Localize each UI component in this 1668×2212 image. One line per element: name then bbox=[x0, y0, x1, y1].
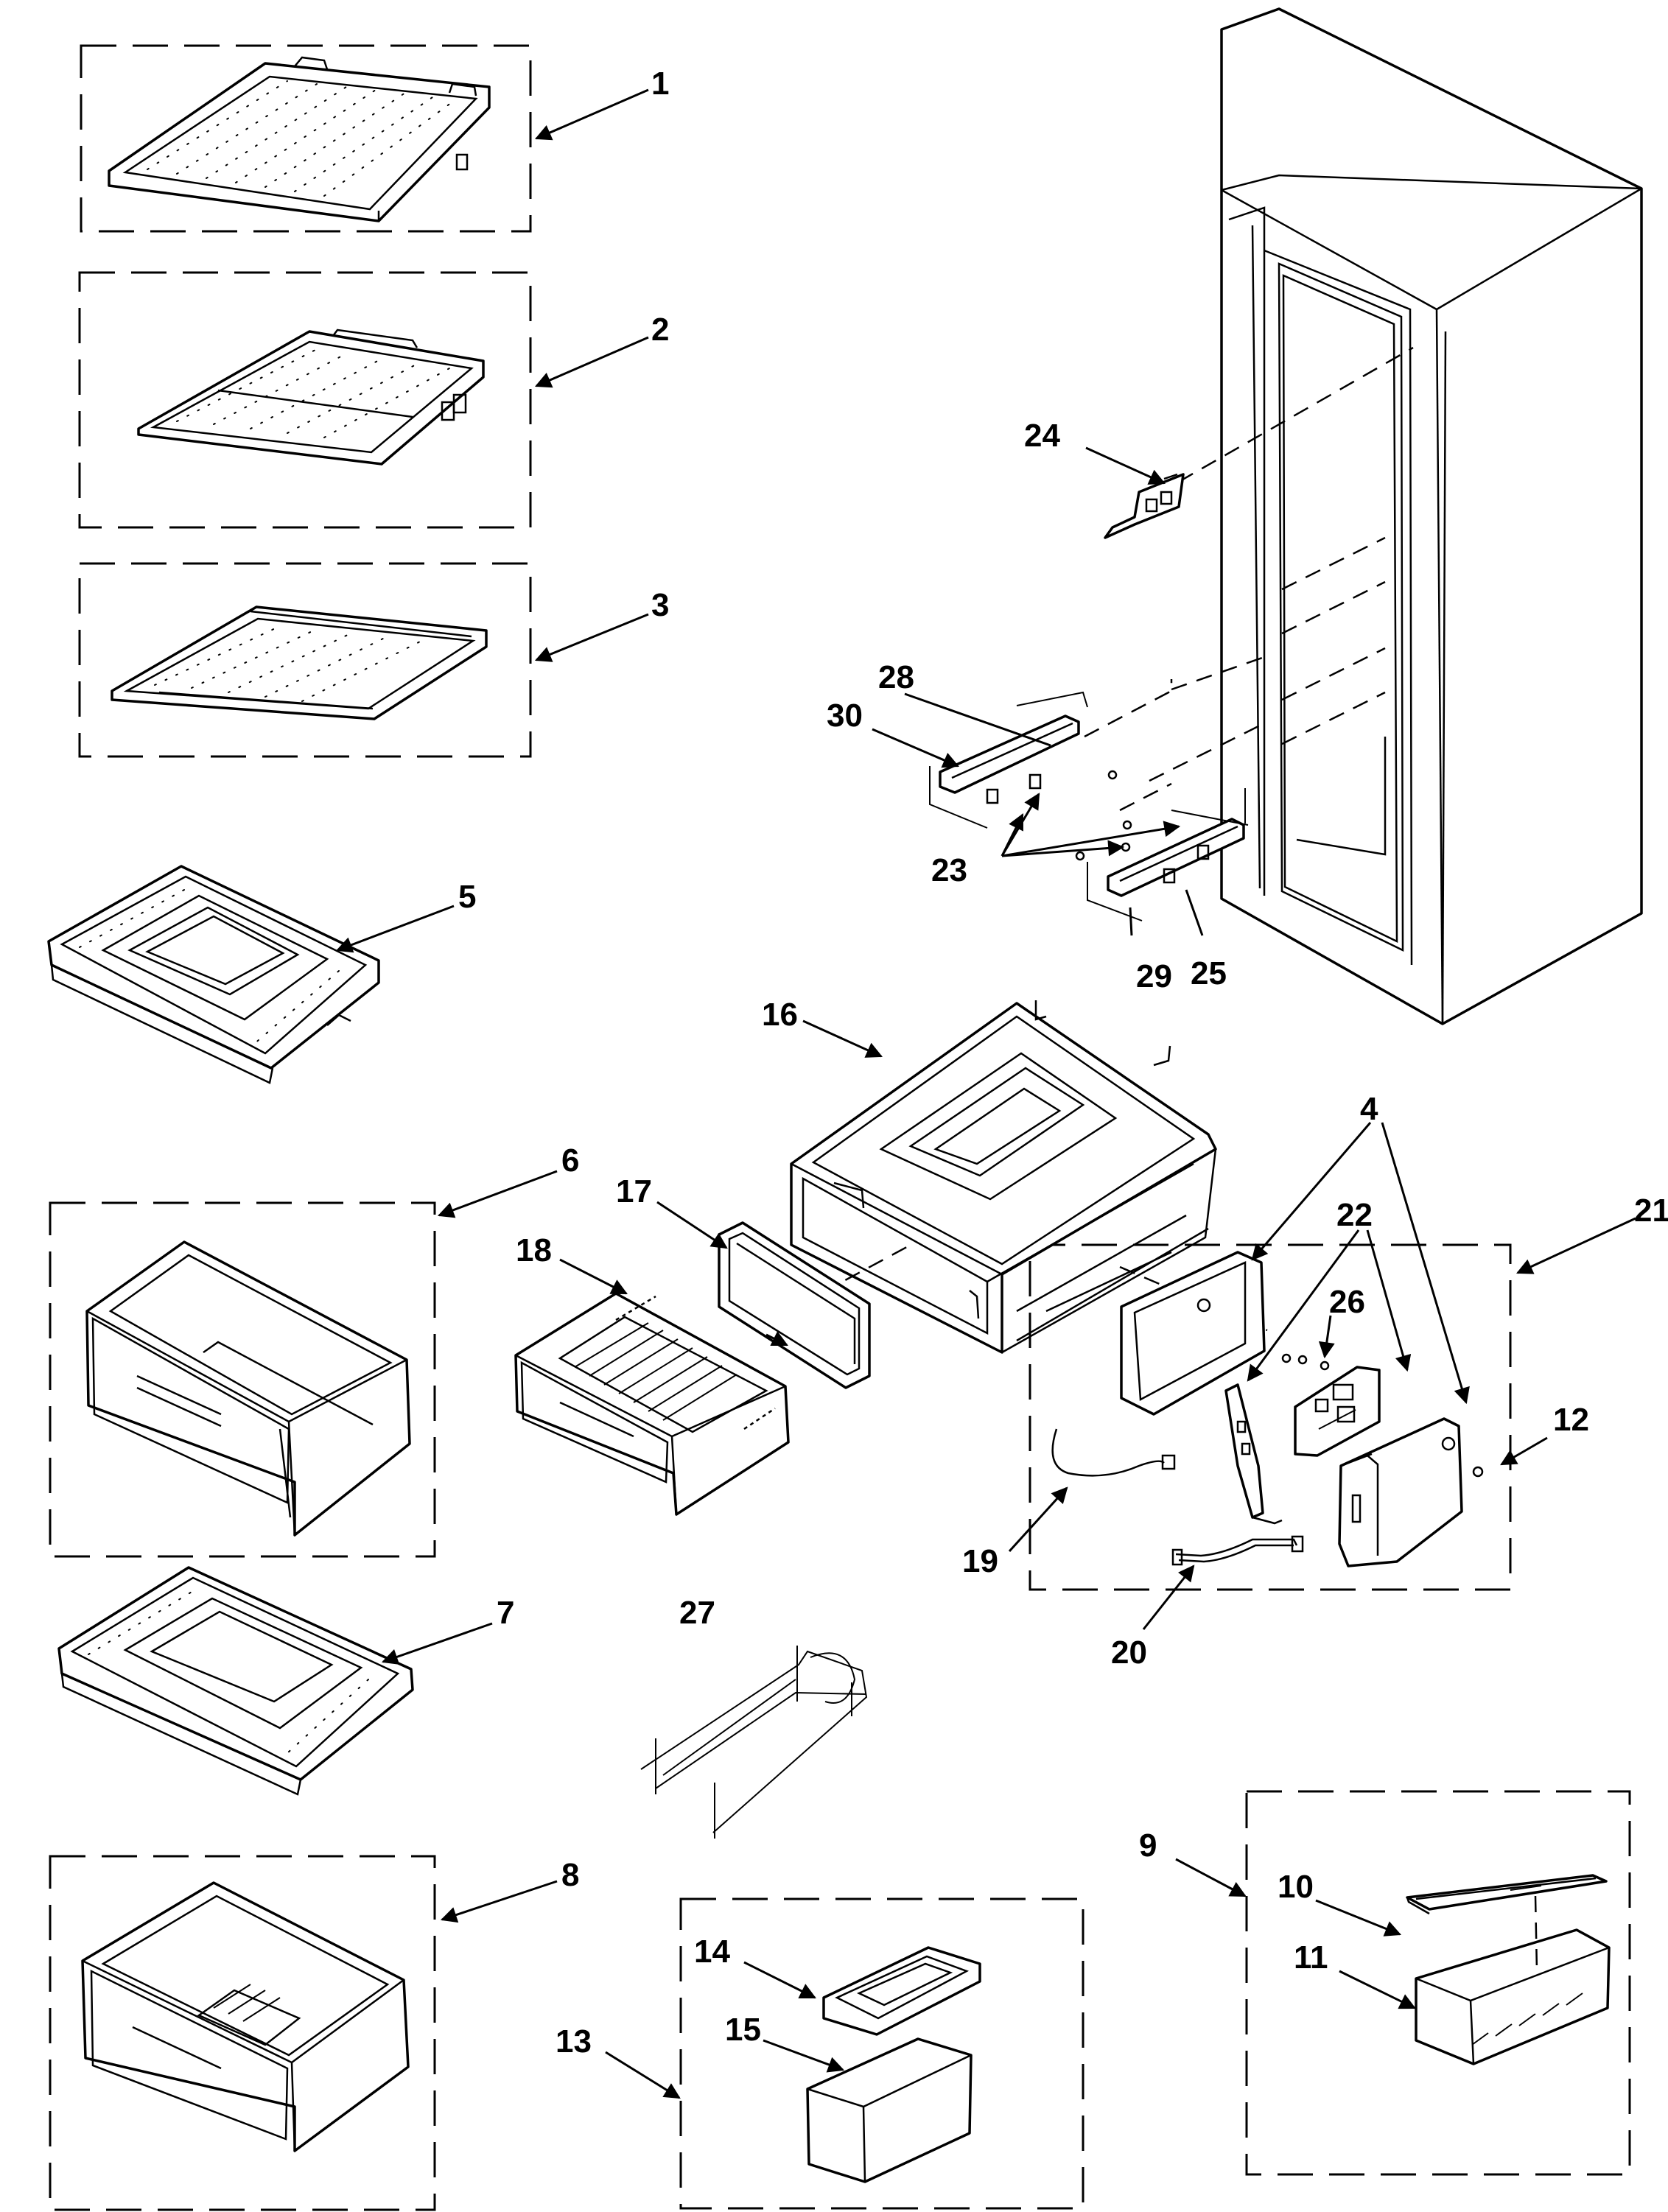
callout-19: 19 bbox=[962, 1543, 998, 1579]
callout-11: 11 bbox=[1294, 1939, 1328, 1976]
callout-17: 17 bbox=[616, 1173, 652, 1209]
shelf-2-split-glass bbox=[137, 329, 485, 466]
callout-9: 9 bbox=[1139, 1827, 1157, 1864]
bin-15 bbox=[806, 2037, 973, 2183]
callout-18: 18 bbox=[516, 1232, 552, 1268]
callout-15: 15 bbox=[725, 2012, 761, 2048]
callout-14: 14 bbox=[694, 1934, 730, 1970]
control-board-22 bbox=[1294, 1366, 1381, 1457]
callout-28: 28 bbox=[878, 659, 914, 695]
frame-part-9 bbox=[1245, 1790, 1631, 2176]
crisper-cover-5 bbox=[47, 865, 380, 1084]
callout-24: 24 bbox=[1024, 418, 1060, 454]
frame-part-13 bbox=[679, 1897, 1084, 2210]
callout-22: 22 bbox=[1336, 1197, 1373, 1233]
refrigerator-cabinet bbox=[1220, 7, 1643, 1025]
control-board-bracket bbox=[1224, 1383, 1283, 1525]
drawer-rail-left-30 bbox=[929, 691, 1118, 829]
harness-20 bbox=[1171, 1535, 1304, 1566]
callout-27: 27 bbox=[679, 1595, 715, 1631]
callout-10: 10 bbox=[1278, 1869, 1314, 1905]
lid-14 bbox=[822, 1946, 981, 2036]
frame-part-6 bbox=[49, 1201, 436, 1558]
callout-20: 20 bbox=[1111, 1635, 1147, 1671]
callout-12: 12 bbox=[1553, 1402, 1589, 1438]
callout-2: 2 bbox=[651, 312, 669, 348]
callout-21: 21 bbox=[1634, 1193, 1668, 1229]
drawer-housing-16 bbox=[790, 1000, 1268, 1354]
callout-6: 6 bbox=[561, 1142, 579, 1179]
frame-part-1 bbox=[80, 44, 532, 233]
drawer-front-frame-17 bbox=[718, 1221, 871, 1389]
bracket-24 bbox=[1104, 473, 1185, 539]
callout-16: 16 bbox=[762, 997, 798, 1033]
leader-lines bbox=[335, 88, 1636, 2099]
callout-4: 4 bbox=[1360, 1091, 1378, 1127]
callout-labels: 1 2 3 4 5 6 7 8 9 10 11 12 13 14 15 16 1… bbox=[458, 66, 1668, 2060]
callout-7: 7 bbox=[497, 1595, 514, 1631]
shelf-3-glass bbox=[111, 605, 488, 720]
rail-phantom-lines bbox=[1084, 346, 1414, 812]
drawer-rail-right-29 bbox=[1075, 788, 1249, 921]
harness-19 bbox=[1051, 1428, 1176, 1477]
frame-part-8 bbox=[49, 1855, 436, 2211]
callout-30: 30 bbox=[827, 698, 863, 734]
crisper-drawer-8 bbox=[81, 1881, 410, 2152]
bin-11 bbox=[1415, 1895, 1611, 2065]
frame-part-21 bbox=[1029, 1243, 1512, 1591]
callout-29: 29 bbox=[1136, 958, 1172, 994]
callout-1: 1 bbox=[651, 66, 669, 102]
callout-26: 26 bbox=[1329, 1284, 1365, 1320]
callout-23: 23 bbox=[931, 852, 967, 888]
frame-part-2 bbox=[78, 271, 532, 529]
callout-8: 8 bbox=[561, 1857, 579, 1893]
cover-4-left bbox=[1120, 1251, 1266, 1416]
bracket-27 bbox=[640, 1646, 868, 1839]
callout-5: 5 bbox=[458, 879, 476, 915]
meat-drawer-18 bbox=[514, 1292, 790, 1516]
crisper-drawer-6 bbox=[85, 1240, 411, 1537]
lid-10 bbox=[1406, 1874, 1608, 1915]
shelf-1-glass bbox=[108, 56, 491, 222]
crisper-cover-7 bbox=[57, 1566, 414, 1796]
cover-4-right bbox=[1338, 1417, 1484, 1567]
callout-25: 25 bbox=[1191, 955, 1227, 991]
frame-part-3 bbox=[78, 562, 532, 758]
callout-3: 3 bbox=[651, 587, 669, 623]
dashed-group-frames bbox=[49, 44, 1631, 2211]
callout-13: 13 bbox=[556, 2023, 592, 2060]
